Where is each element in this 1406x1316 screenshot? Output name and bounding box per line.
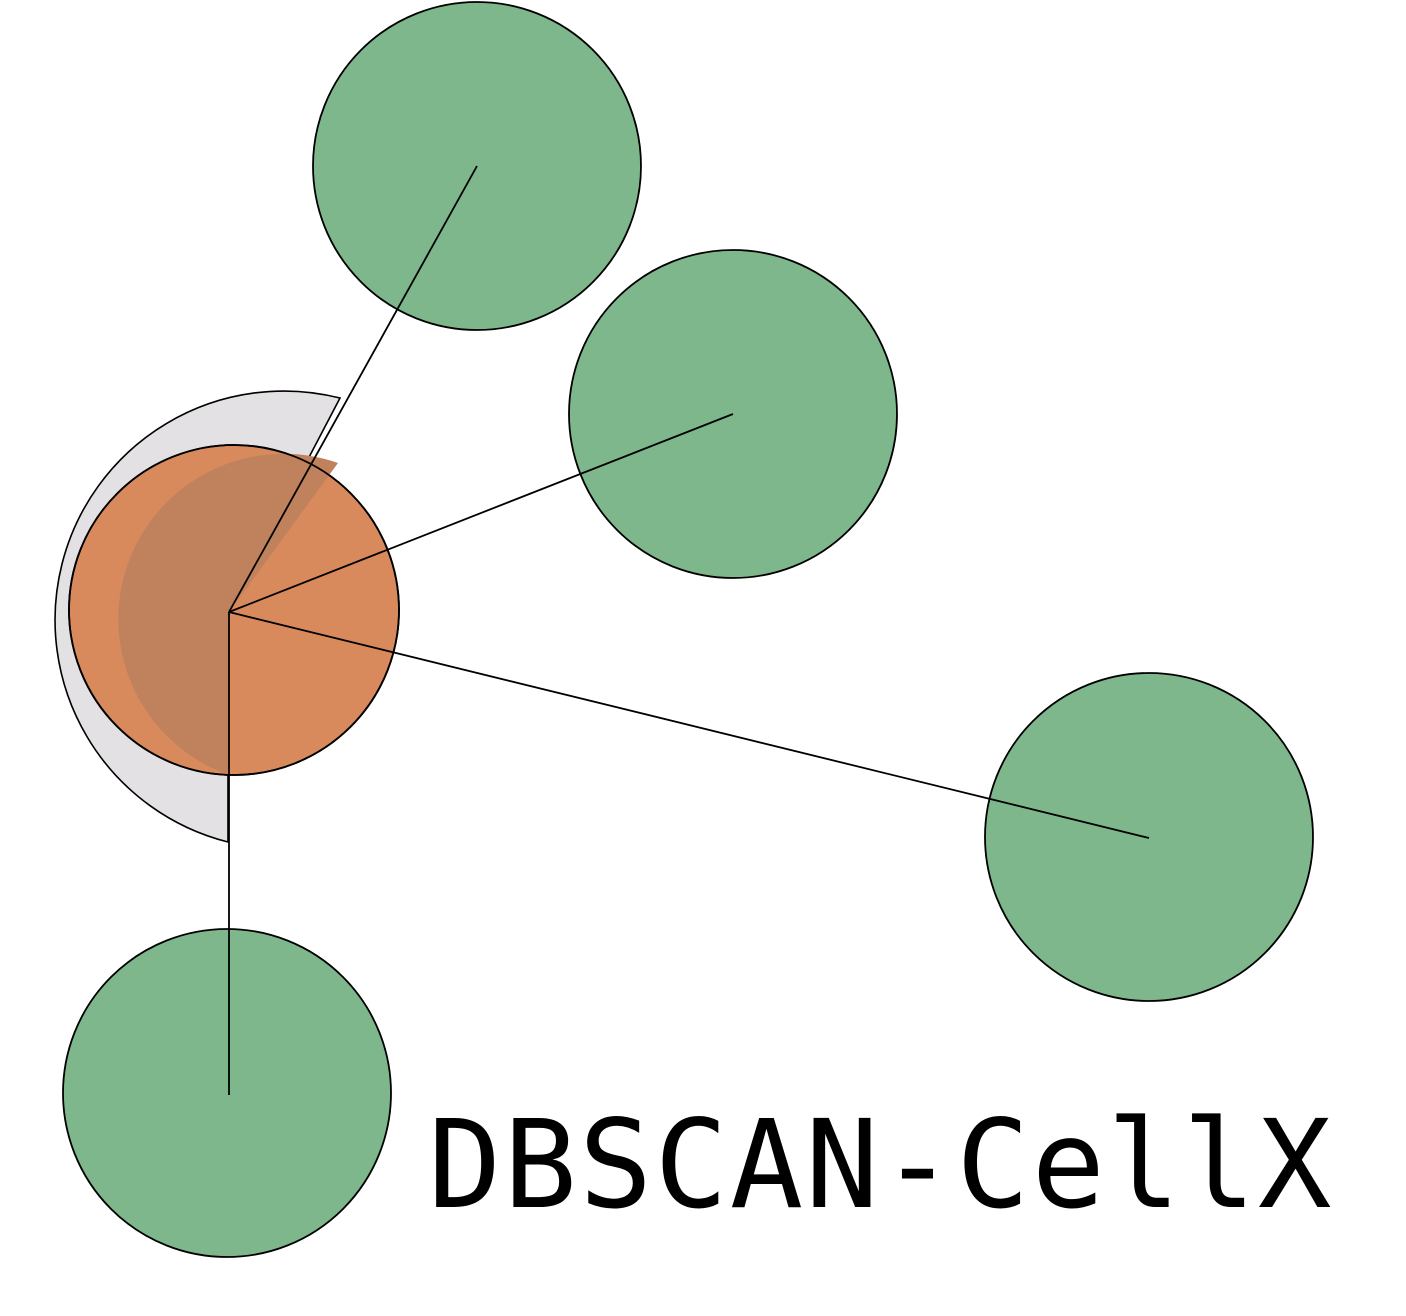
core-cell-outline xyxy=(68,444,400,776)
edge-to-middle xyxy=(228,413,734,613)
neighbor-cell-right xyxy=(984,672,1314,1002)
edge-to-top xyxy=(228,165,478,613)
connection-lines xyxy=(228,165,1150,1095)
logo-text: DBSCAN-CellX xyxy=(428,1094,1333,1236)
edge-to-right xyxy=(228,611,1150,839)
neighbor-cell-bottom xyxy=(62,928,392,1258)
